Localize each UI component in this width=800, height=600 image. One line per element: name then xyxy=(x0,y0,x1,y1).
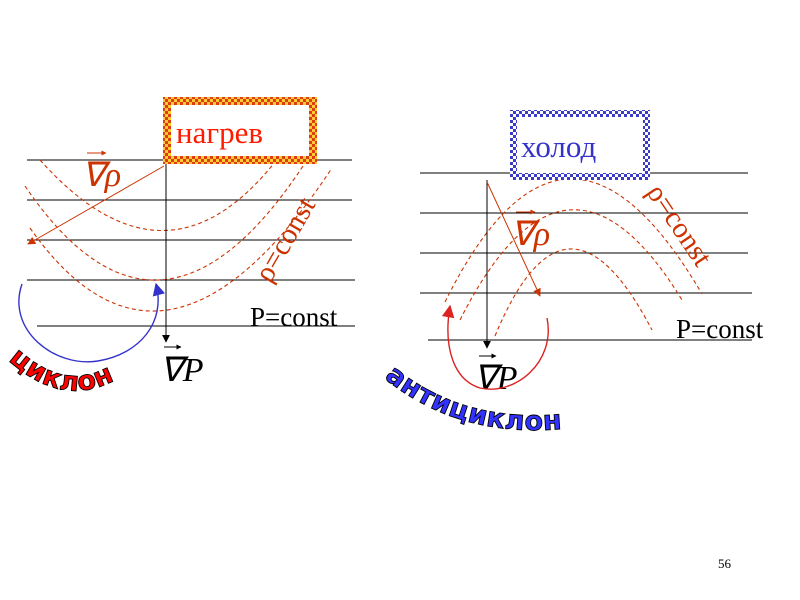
isobar-label: P=const xyxy=(250,302,338,332)
pressure-gradient-label: ∇P xyxy=(474,360,518,397)
cooling-label: холод xyxy=(521,129,596,164)
density-gradient-arrow xyxy=(27,165,165,245)
density-gradient-arrow xyxy=(486,181,541,297)
page-number: 56 xyxy=(718,556,732,571)
pressure-gradient-label: ∇P xyxy=(160,352,204,389)
heating-label: нагрев xyxy=(176,115,263,150)
isopycnic-curve xyxy=(24,162,306,281)
cyclone-label: циклон xyxy=(4,342,118,398)
isopycnic-curve xyxy=(29,167,333,312)
isobar-label: P=const xyxy=(676,314,764,344)
right-panel: холод ∇ρ ρ=const P=const ∇P антициклон xyxy=(379,110,764,438)
heating-box: нагрев xyxy=(163,97,317,164)
left-isopycnic-curves xyxy=(24,159,333,312)
density-gradient-label: ∇ρ xyxy=(511,216,550,253)
density-gradient-label: ∇ρ xyxy=(82,157,121,194)
anticyclone-rotation-arrow xyxy=(441,304,549,390)
isopycnic-curve xyxy=(459,209,683,321)
isopycnic-curve xyxy=(494,248,653,337)
cyclone-rotation-arrow xyxy=(18,282,165,363)
isopycnic-curve xyxy=(39,159,276,232)
left-panel: нагрев ∇ρ ρ=const P=const ∇P циклон xyxy=(3,97,355,399)
cooling-box: холод xyxy=(510,110,650,180)
anticyclone-label-path: антициклон xyxy=(379,359,563,438)
anticyclone-label: антициклон xyxy=(380,359,563,437)
cyclone-label-path: циклон xyxy=(3,341,118,398)
